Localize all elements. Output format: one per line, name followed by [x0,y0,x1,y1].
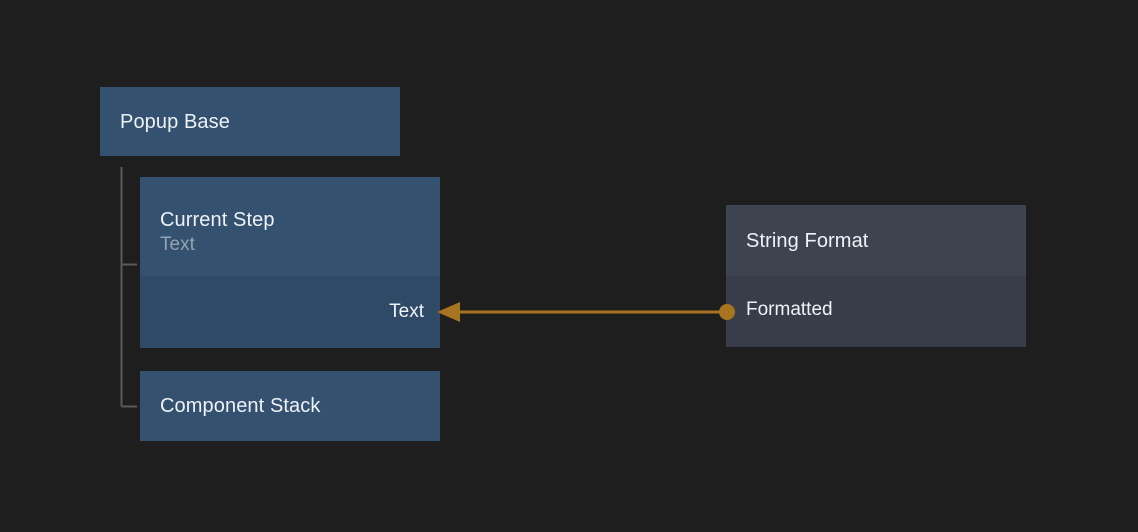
pin-label-formatted: Formatted [746,299,833,320]
node-current-step-header: Current Step Text [140,177,440,276]
node-component-stack[interactable]: Component Stack [140,371,440,441]
node-current-step-subtitle: Text [160,233,195,255]
node-current-step-title: Current Step [160,208,275,231]
node-string-format-title: String Format [746,229,869,252]
node-string-format[interactable]: String Format Formatted [726,205,1026,347]
node-current-step-body: Text [140,276,440,348]
pin-label-text: Text [389,301,424,322]
wire-arrowhead-icon [437,302,460,322]
node-component-stack-title: Component Stack [160,395,321,417]
node-current-step[interactable]: Current Step Text Text [140,177,440,348]
pin-row-text-input[interactable]: Text [389,299,424,325]
node-popup-base-header: Popup Base [100,87,400,156]
node-string-format-body: Formatted [726,276,1026,347]
node-popup-base-title: Popup Base [120,110,230,133]
output-pin-dot-formatted[interactable] [719,304,735,320]
node-popup-base[interactable]: Popup Base [100,87,400,156]
pin-row-formatted-output[interactable]: Formatted [746,297,833,323]
node-component-stack-header: Component Stack [140,371,440,441]
node-string-format-header: String Format [726,205,1026,276]
